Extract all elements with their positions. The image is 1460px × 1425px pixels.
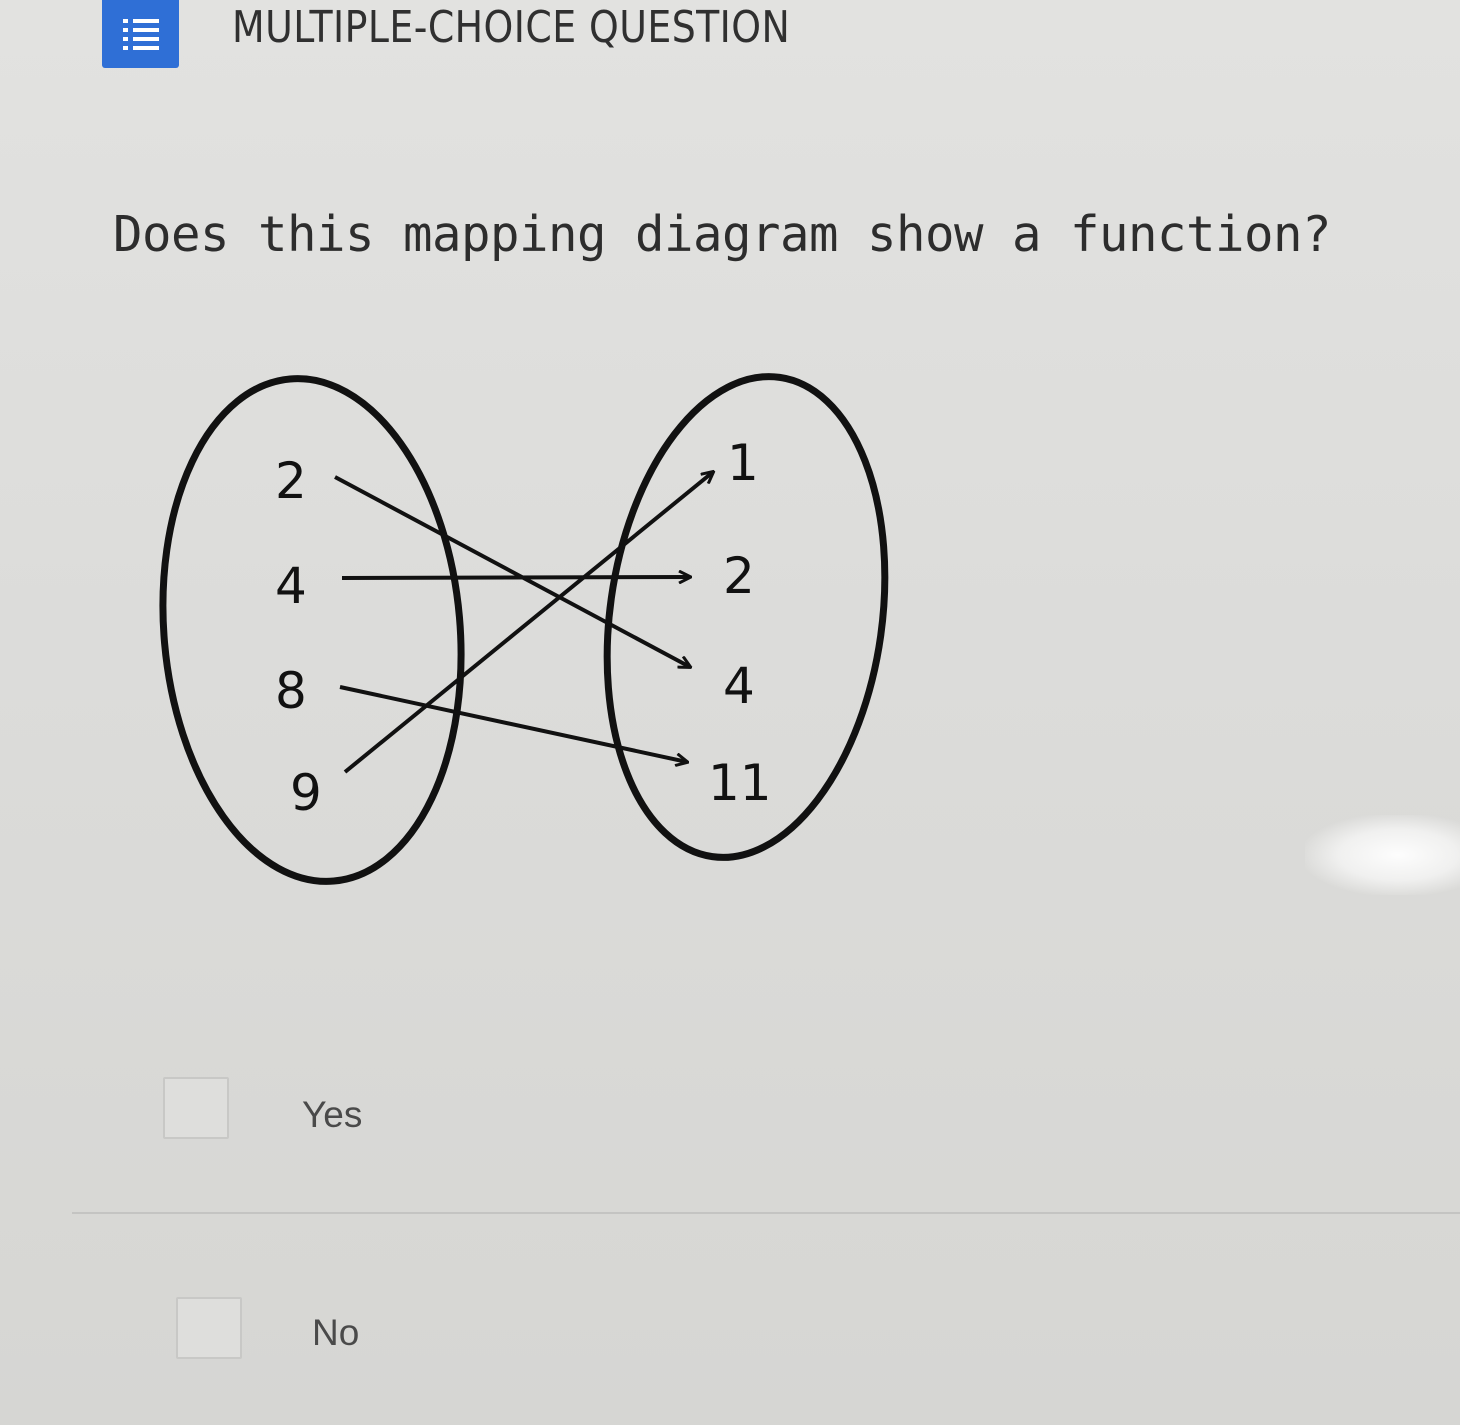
arrow-8-to-11 (339, 685, 687, 762)
checkbox[interactable] (176, 1297, 242, 1359)
question-type-label: MULTIPLE-CHOICE QUESTION (232, 2, 791, 53)
range-oval (603, 373, 889, 861)
checkbox[interactable] (163, 1077, 229, 1139)
mapping-diagram: 2 4 8 9 1 2 4 11 (150, 365, 900, 895)
range-value: 11 (708, 754, 772, 812)
domain-value: 8 (275, 662, 307, 720)
domain-value: 4 (275, 557, 307, 615)
answer-option-label: No (312, 1312, 360, 1353)
arrow-4-to-2 (341, 577, 690, 578)
domain-value: 2 (275, 452, 307, 510)
range-value: 4 (723, 657, 755, 715)
domain-value: 9 (290, 764, 322, 822)
range-value: 2 (723, 547, 755, 605)
answer-option-yes[interactable]: Yes (0, 1052, 1460, 1172)
domain-oval (159, 375, 465, 885)
arrow-2-to-4 (334, 475, 690, 667)
arrow-9-to-1 (343, 472, 713, 774)
screen-glare (1305, 815, 1460, 895)
question-prompt: Does this mapping diagram show a functio… (113, 206, 1332, 263)
numbered-list-icon (102, 0, 179, 68)
range-value: 1 (727, 434, 759, 492)
answer-option-no[interactable]: No (0, 1272, 1460, 1392)
option-divider (72, 1212, 1460, 1214)
question-header: MULTIPLE-CHOICE QUESTION (0, 0, 1460, 70)
answer-option-label: Yes (302, 1094, 363, 1135)
